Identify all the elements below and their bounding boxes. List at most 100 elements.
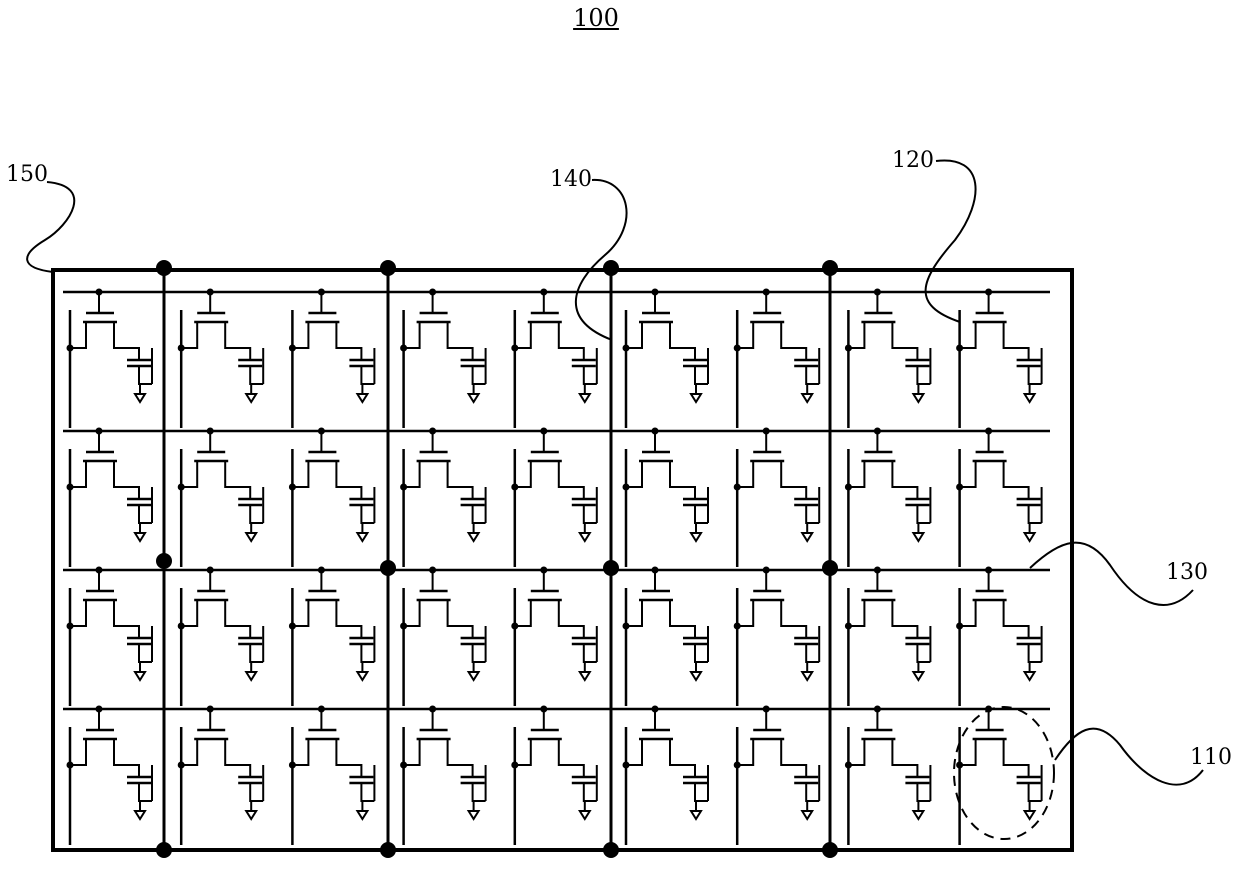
drain-wire: [336, 739, 361, 777]
source-node: [624, 346, 629, 351]
source-node: [624, 485, 629, 490]
gate-node: [319, 568, 324, 573]
storage-wire: [1029, 505, 1042, 523]
source-wire: [404, 322, 420, 348]
source-node: [846, 624, 851, 629]
ground-symbol: [135, 394, 145, 402]
source-wire: [404, 600, 420, 626]
drain-wire: [781, 461, 806, 499]
ground-symbol: [802, 811, 812, 819]
ground-symbol: [580, 672, 590, 680]
ground-symbol: [691, 811, 701, 819]
pixel-cell: [735, 707, 820, 846]
ground-symbol: [135, 672, 145, 680]
storage-wire: [250, 366, 263, 384]
ground-symbol: [802, 533, 812, 541]
pixel-cell: [179, 429, 264, 568]
pixel-array: [63, 290, 1050, 846]
pixel-cell: [68, 707, 153, 846]
pixel-cell: [735, 290, 820, 429]
source-wire: [515, 739, 531, 765]
pixel-cell: [68, 568, 153, 707]
gate-node: [319, 429, 324, 434]
source-wire: [960, 600, 976, 626]
gate-node: [875, 290, 880, 295]
drain-wire: [448, 739, 473, 777]
storage-wire: [917, 366, 930, 384]
ground-symbol: [135, 533, 145, 541]
pixel-cell: [512, 707, 597, 846]
ground-symbol: [246, 394, 256, 402]
source-node: [957, 624, 962, 629]
source-wire: [70, 739, 86, 765]
source-wire: [404, 461, 420, 487]
pixel-cell: [68, 290, 153, 429]
gate-node: [208, 707, 213, 712]
ground-symbol: [913, 672, 923, 680]
storage-wire: [584, 505, 597, 523]
pixel-cell: [624, 568, 709, 707]
ground-symbol: [469, 672, 479, 680]
pixel-cell: [624, 429, 709, 568]
source-node: [290, 346, 295, 351]
source-wire: [848, 739, 864, 765]
storage-wire: [1029, 783, 1042, 801]
gate-node: [764, 429, 769, 434]
ground-symbol: [691, 533, 701, 541]
source-wire: [737, 600, 753, 626]
storage-wire: [361, 366, 374, 384]
storage-wire: [1029, 644, 1042, 662]
drain-wire: [892, 461, 917, 499]
gate-node: [875, 429, 880, 434]
gate-node: [319, 707, 324, 712]
pixel-cell: [401, 707, 486, 846]
drain-wire: [670, 461, 695, 499]
leader-130: [1030, 543, 1193, 605]
source-node: [512, 346, 517, 351]
source-wire: [181, 461, 197, 487]
gate-node: [653, 707, 658, 712]
gate-node: [430, 290, 435, 295]
source-wire: [626, 600, 642, 626]
pixel-cell: [957, 429, 1042, 568]
ground-symbol: [469, 533, 479, 541]
gate-node: [986, 429, 991, 434]
storage-wire: [695, 505, 708, 523]
ground-symbol: [1025, 672, 1035, 680]
storage-wire: [806, 644, 819, 662]
gate-node: [97, 568, 102, 573]
drain-wire: [1004, 600, 1029, 638]
source-wire: [737, 322, 753, 348]
source-wire: [737, 461, 753, 487]
pixel-cell: [846, 290, 931, 429]
source-wire: [848, 322, 864, 348]
pixel-cell: [290, 290, 375, 429]
source-node: [512, 624, 517, 629]
pixel-cell: [401, 568, 486, 707]
drain-wire: [670, 322, 695, 360]
storage-wire: [473, 366, 486, 384]
gate-node: [541, 429, 546, 434]
source-wire: [960, 739, 976, 765]
drain-wire: [781, 739, 806, 777]
ground-symbol: [357, 811, 367, 819]
source-node: [846, 346, 851, 351]
storage-wire: [584, 644, 597, 662]
source-wire: [848, 600, 864, 626]
drain-wire: [1004, 322, 1029, 360]
drain-wire: [225, 322, 250, 360]
pixel-cell: [290, 707, 375, 846]
ground-symbol: [246, 672, 256, 680]
drain-wire: [114, 739, 139, 777]
storage-wire: [250, 505, 263, 523]
drain-wire: [559, 600, 584, 638]
storage-wire: [806, 505, 819, 523]
leader-110: [1055, 729, 1203, 785]
ground-symbol: [357, 533, 367, 541]
source-node: [68, 763, 73, 768]
source-wire: [292, 322, 308, 348]
storage-wire: [806, 366, 819, 384]
gate-node: [653, 568, 658, 573]
gate-node: [430, 429, 435, 434]
